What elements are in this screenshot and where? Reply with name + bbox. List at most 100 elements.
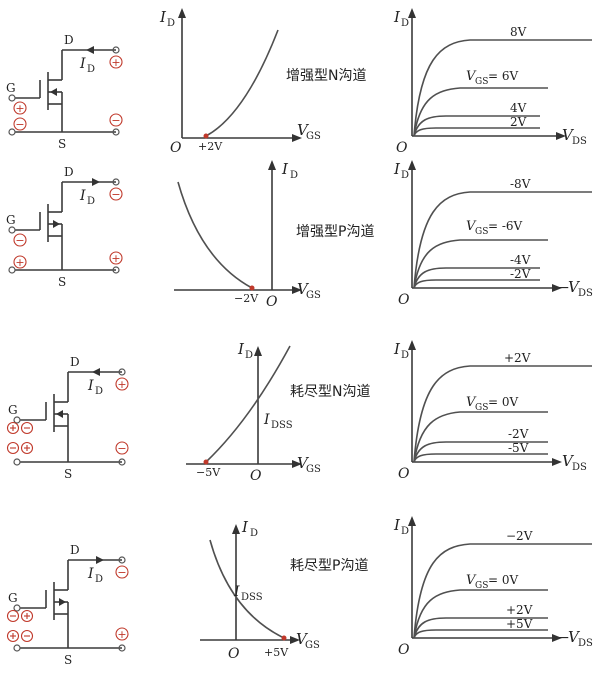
drain-polarity: − <box>117 566 126 579</box>
drain-label: D <box>64 165 74 179</box>
curve-label-top: −2V <box>506 529 533 543</box>
transfer-plot-4: I D V GS O +5V I DSS <box>200 518 320 662</box>
vgs-label: V <box>466 219 477 234</box>
x-axis-prefix: − <box>558 280 570 296</box>
drain-current-sub: D <box>87 64 95 75</box>
y-axis-sub: D <box>245 350 253 361</box>
source-polarity: − <box>117 442 126 455</box>
curve-label-3: -2V <box>508 427 529 441</box>
vgs-sub: GS <box>475 77 488 87</box>
origin-label: O <box>228 646 240 662</box>
row-2: D G S I D − + − + I D V GS O −2V <box>6 160 593 310</box>
drain-current-sub: D <box>95 574 103 585</box>
source-label: S <box>58 275 66 289</box>
gate-polarity-pair-top <box>6 609 34 623</box>
curve-label-3: -4V <box>510 253 531 267</box>
circuit-2: D G S I D − + − + <box>6 165 123 289</box>
x-axis-sub: DS <box>572 462 587 473</box>
drain-label: D <box>64 33 74 47</box>
curve-label-4: -5V <box>508 441 529 455</box>
y-axis-label: I <box>393 516 401 534</box>
idss-sub: DSS <box>271 420 293 431</box>
origin-label: O <box>170 140 182 156</box>
curve-label-top: 8V <box>510 25 527 39</box>
x-axis-sub: DS <box>572 136 587 147</box>
y-axis-label: I <box>241 518 249 536</box>
gate-source-polarity: − <box>15 118 24 131</box>
source-label: S <box>58 137 66 151</box>
circuit-1: D G S I D + − + − <box>6 33 123 151</box>
curve-label-4: -2V <box>510 267 531 281</box>
x-axis-sub: GS <box>305 640 320 651</box>
x-axis-label: V <box>562 126 575 144</box>
x-axis-sub: DS <box>578 638 593 649</box>
type-label: 增强型P沟道 <box>296 224 374 240</box>
drain-polarity: + <box>111 56 120 69</box>
y-axis-label: I <box>393 8 401 26</box>
row-1: D G S I D + − + − I D V GS O +2V <box>6 8 592 156</box>
transfer-plot-2: I D V GS O −2V <box>174 160 321 310</box>
origin-label: O <box>398 642 410 658</box>
type-label: 耗尽型P沟道 <box>290 558 368 574</box>
vgs-value: = 6V <box>488 69 519 83</box>
curve-label-3: 4V <box>510 101 527 115</box>
curve-label-4: 2V <box>510 115 527 129</box>
origin-label: O <box>396 140 408 156</box>
y-axis-sub: D <box>401 18 409 29</box>
source-polarity: − <box>111 114 120 127</box>
drain-current-label: I <box>79 188 86 204</box>
output-plot-3: I D O V DS +2V V GS = 0V -2V -5V <box>393 340 592 482</box>
drain-polarity: + <box>117 378 126 391</box>
threshold-label: +2V <box>198 140 223 153</box>
type-label: 耗尽型N沟道 <box>290 384 370 400</box>
vgs-sub: GS <box>475 581 488 591</box>
gate-label: G <box>6 81 16 95</box>
y-axis-sub: D <box>401 170 409 181</box>
source-polarity: + <box>111 252 120 265</box>
curve-label-top: +2V <box>504 351 531 365</box>
circuit-3: D G S I D + − <box>6 355 129 481</box>
y-axis-sub: D <box>250 528 258 539</box>
row-3: D G S I D + − I D <box>6 340 592 484</box>
vgs-label: V <box>466 395 477 410</box>
transfer-plot-3: I D V GS O −5V I DSS <box>186 340 321 484</box>
y-axis-sub: D <box>401 526 409 537</box>
drain-current-label: I <box>87 378 94 394</box>
output-plot-1: I D O V DS 8V V GS = 6V 4V 2V <box>393 8 592 156</box>
gate-source-polarity: + <box>15 256 24 269</box>
idss-sub: DSS <box>241 592 263 603</box>
drain-current-sub: D <box>87 196 95 207</box>
drain-polarity: − <box>111 188 120 201</box>
origin-label: O <box>250 468 262 484</box>
y-axis-label: I <box>237 340 245 358</box>
gate-label: G <box>6 213 16 227</box>
y-axis-sub: D <box>290 170 298 181</box>
drain-current-sub: D <box>95 386 103 397</box>
gate-polarity-pair-top <box>6 421 34 435</box>
x-axis-sub: DS <box>578 288 593 299</box>
y-axis-label: I <box>281 160 289 178</box>
origin-label: O <box>266 294 278 310</box>
output-plot-2: I D O − V DS -8V V GS = -6V -4V -2V <box>393 160 593 308</box>
curve-label-4: +5V <box>506 617 533 631</box>
y-axis-label: I <box>393 160 401 178</box>
x-axis-label: V <box>296 630 309 648</box>
vgs-sub: GS <box>475 227 488 237</box>
gate-polarity: − <box>15 234 24 247</box>
threshold-label: −5V <box>196 466 221 479</box>
idss-label: I <box>263 412 270 428</box>
x-axis-label: V <box>297 454 310 472</box>
source-polarity: + <box>117 628 126 641</box>
gate-polarity-pair-bottom <box>6 629 34 643</box>
source-label: S <box>64 653 72 667</box>
y-axis-label: I <box>393 340 401 358</box>
gate-polarity: + <box>15 102 24 115</box>
drain-label: D <box>70 543 80 557</box>
output-plot-4: I D O − V DS −2V V GS = 0V +2V +5V <box>393 516 593 658</box>
x-axis-sub: GS <box>306 464 321 475</box>
origin-label: O <box>398 292 410 308</box>
x-axis-label: V <box>568 278 581 296</box>
vgs-value: = -6V <box>488 219 523 233</box>
type-label: 增强型N沟道 <box>286 68 366 84</box>
